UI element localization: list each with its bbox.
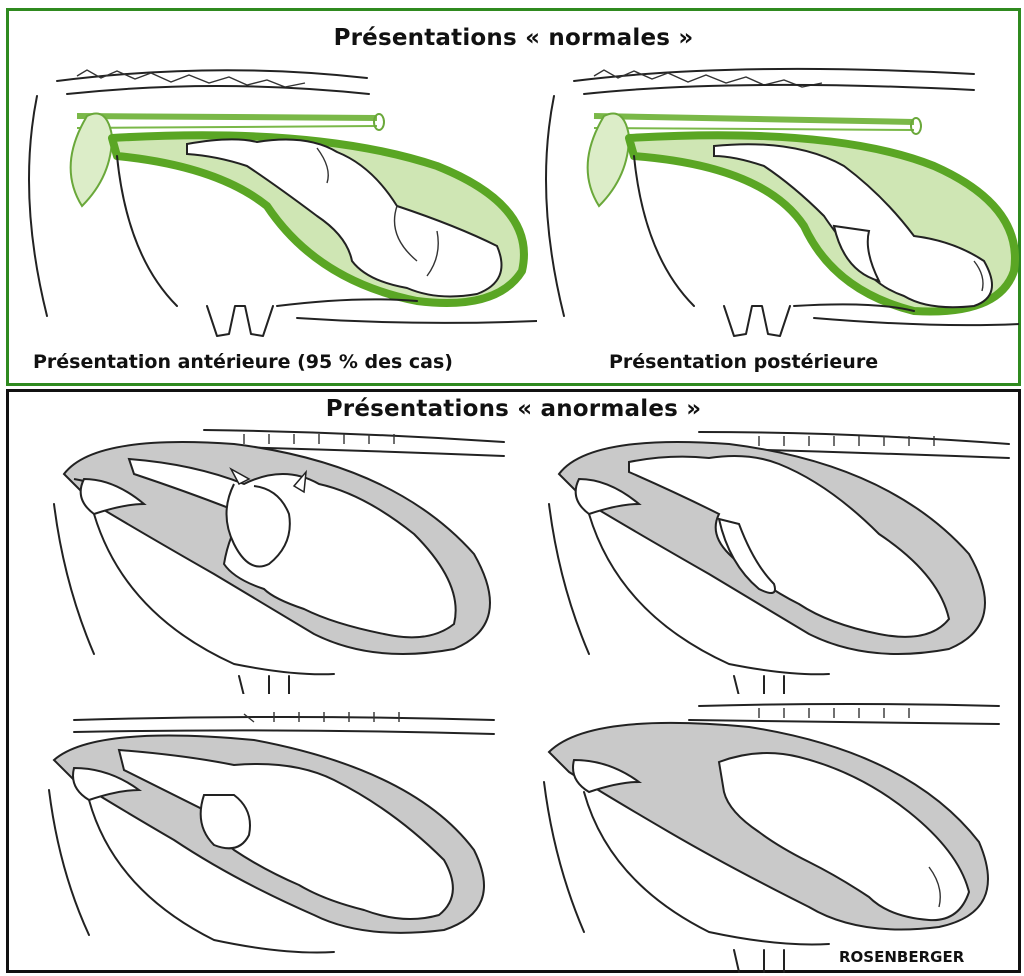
abnormal-presentations-panel: Présentations « anormales » [6, 389, 1021, 973]
normal-presentations-title: Présentations « normales » [9, 25, 1018, 51]
normal-presentations-panel: Présentations « normales » [6, 8, 1021, 386]
abnormal-illustration-breech [529, 692, 1014, 975]
anterior-presentation-illustration [17, 56, 537, 346]
abnormal-illustration-leg-retained [529, 424, 1014, 694]
posterior-presentation-caption: Présentation postérieure [609, 351, 878, 373]
anterior-presentation-caption: Présentation antérieure (95 % des cas) [33, 351, 453, 373]
abnormal-presentations-title: Présentations « anormales » [9, 396, 1018, 422]
abnormal-illustration-head-deviated [34, 424, 514, 694]
illustration-credit: ROSENBERGER [839, 948, 964, 966]
abnormal-illustration-head-flexed [34, 710, 504, 975]
posterior-presentation-illustration [534, 56, 1019, 346]
